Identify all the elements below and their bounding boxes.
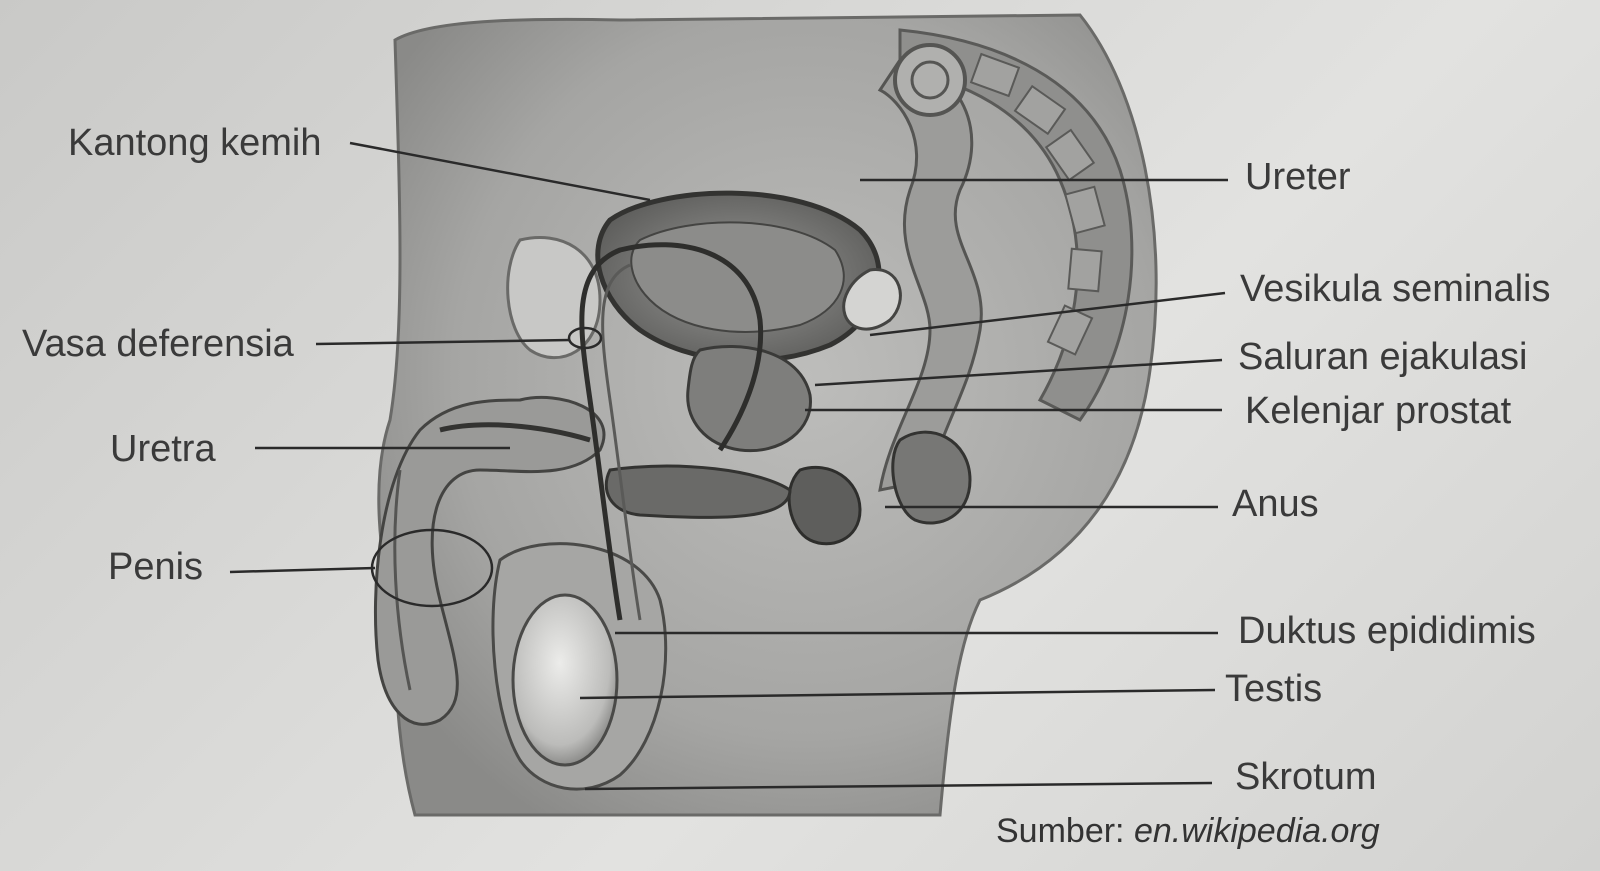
source-prefix: Sumber: (996, 812, 1125, 850)
label-uretra: Uretra (110, 428, 216, 470)
label-testis: Testis (1225, 668, 1323, 710)
colon-loop (893, 43, 967, 117)
label-kelenjar-prostat: Kelenjar prostat (1245, 390, 1512, 432)
testis-shape (511, 593, 619, 767)
anal-sphincter-shape (787, 465, 862, 546)
leader-lines (229, 141, 1228, 791)
label-saluran-ejakulasi: Saluran ejakulasi (1238, 336, 1528, 378)
vertebrae-pattern (969, 52, 1106, 356)
penis-shape (373, 395, 606, 726)
label-skrotum: Skrotum (1235, 756, 1377, 798)
pubic-bone-shape (506, 236, 602, 360)
source-credit: Sumber: en.wikipedia.org (996, 812, 1380, 851)
vas-deferens-tube (579, 242, 764, 621)
label-penis: Penis (108, 546, 204, 588)
label-vesikula-seminalis: Vesikula seminalis (1240, 268, 1551, 310)
seminal-vesicle-shape (842, 268, 902, 331)
urethra-bulb-shape (604, 464, 792, 519)
label-kantong-kemih: Kantong kemih (68, 122, 322, 164)
label-duktus-epididimis: Duktus epididimis (1238, 610, 1536, 652)
label-ureter: Ureter (1245, 156, 1351, 198)
label-anus: Anus (1232, 483, 1319, 525)
label-vasa-deferensia: Vasa deferensia (22, 323, 294, 365)
source-site: en.wikipedia.org (1133, 812, 1380, 850)
